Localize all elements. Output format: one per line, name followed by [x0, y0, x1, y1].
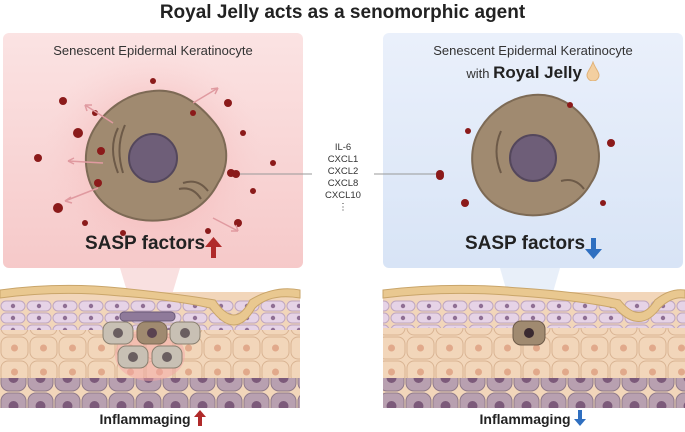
figure-title: Royal Jelly acts as a senomorphic agent [159, 2, 526, 23]
sasp-secretion-dots [34, 78, 276, 236]
right-inflammaging-label: Inflammaging [383, 410, 683, 427]
factor-item: CXCL2 [327, 166, 359, 177]
left-sasp-label: SASP factors [84, 233, 206, 254]
left-inflammaging-label: Inflammaging [3, 410, 303, 427]
secretion-arrows [64, 87, 239, 232]
factor-item: ⋮ [338, 202, 348, 213]
factor-item: CXCL8 [327, 178, 359, 189]
right-skin-tissue [382, 268, 685, 408]
treated-cell-in-tissue [512, 320, 546, 346]
increase-arrow-icon [194, 410, 207, 426]
decrease-arrow-icon [574, 410, 587, 426]
factor-item: CXCL1 [327, 154, 359, 165]
right-panel-royal-jelly: Senescent Epidermal Keratinocyte with Ro… [383, 33, 683, 268]
cell-nucleus [509, 134, 557, 182]
increase-arrow-icon [205, 237, 222, 258]
royal-jelly-text: Royal Jelly [493, 63, 582, 82]
right-panel-heading: Senescent Epidermal Keratinocyte [433, 43, 633, 58]
cell-nucleus [128, 133, 178, 183]
sasp-factor-list: IL-6 CXCL1 CXCL2 CXCL8 CXCL10 ⋮ [312, 142, 374, 214]
factor-item: CXCL10 [325, 190, 361, 201]
royal-jelly-drop-icon [586, 61, 600, 81]
left-panel-senescent: Senescent Epidermal Keratinocyte [3, 33, 303, 268]
decrease-arrow-icon [585, 238, 602, 259]
right-cell-illustration [436, 93, 615, 259]
senescent-cells-cluster [102, 311, 201, 369]
with-text: with [466, 66, 490, 81]
left-cell-illustration [34, 48, 276, 268]
right-sasp-label: SASP factors [464, 233, 586, 254]
royal-jelly-line: with Royal Jelly [383, 61, 683, 83]
factor-item: IL-6 [334, 142, 352, 153]
left-skin-tissue [0, 268, 301, 408]
